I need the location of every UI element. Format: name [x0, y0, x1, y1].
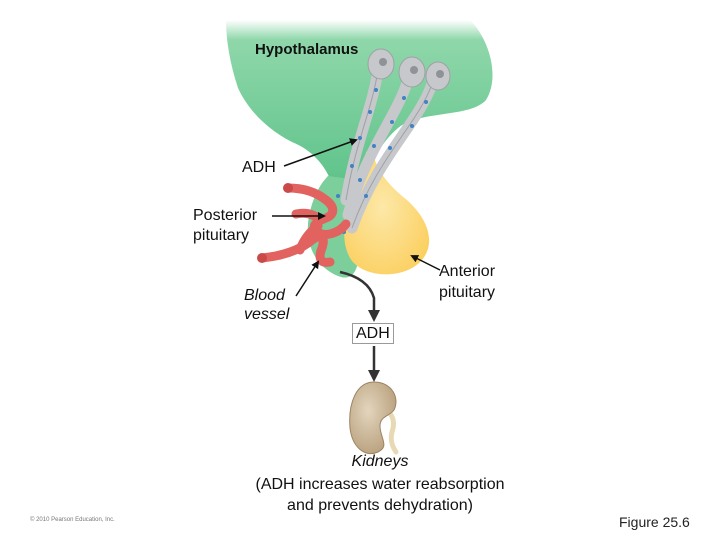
axon-outline-3	[351, 83, 433, 229]
posterior-pituitary-label: Posterior pituitary	[193, 206, 257, 246]
adh-dot	[388, 146, 392, 150]
adh-dot	[336, 194, 340, 198]
hypothalamus-label: Hypothalamus	[255, 41, 359, 58]
nucleus-3	[436, 70, 444, 78]
blood-vessel-upper	[283, 183, 351, 239]
anterior-pituitary-label-line-2: pituitary	[439, 284, 496, 301]
blood-leader	[295, 260, 320, 297]
neurosecretory-cells	[340, 48, 451, 234]
adh-dot	[364, 194, 368, 198]
adh-dot	[358, 178, 362, 182]
adh-dot	[368, 110, 372, 114]
axon-2	[342, 74, 414, 221]
hypothalamus-region	[226, 20, 493, 184]
adh-dot	[402, 96, 406, 100]
adh-dot	[374, 88, 378, 92]
blood-vessel-branch	[295, 221, 323, 255]
adh-hormone-label: ADH	[242, 159, 276, 176]
blood-vessel-label-line-1: Blood	[244, 287, 285, 304]
anterior-leader	[410, 255, 441, 271]
vessel-end-2	[257, 253, 267, 263]
adh-released-box: ADH	[352, 323, 394, 344]
anterior-pituitary-region	[344, 152, 430, 275]
adh-dot	[424, 100, 428, 104]
adh-dot	[358, 136, 362, 140]
axon-outline-1	[345, 69, 379, 201]
blood-vessel-label-line-2: vessel	[244, 306, 290, 323]
blood-vessels	[257, 183, 351, 267]
caption-line-1: (ADH increases water reabsorption	[255, 476, 505, 493]
anterior-pituitary-label: Anterior pituitary	[439, 261, 495, 303]
blood-vessel-label: Blood vessel	[244, 286, 289, 324]
caption-line-2: and prevents dehydration)	[287, 497, 473, 514]
adh-dot	[390, 120, 394, 124]
kidney-shape	[349, 381, 397, 454]
adh-dot	[350, 164, 354, 168]
blood-vessel-lower	[257, 232, 335, 267]
kidney-effect-caption: (ADH increases water reabsorption and pr…	[180, 474, 580, 516]
adh-dot	[410, 124, 414, 128]
figure-number: Figure 25.6	[619, 514, 690, 530]
copyright-credit: © 2010 Pearson Education, Inc.	[30, 517, 115, 523]
adh-dot	[372, 144, 376, 148]
posterior-pituitary-label-line-1: Posterior	[193, 207, 258, 224]
posterior-pituitary-label-line-2: pituitary	[193, 227, 250, 244]
nucleus-2	[410, 66, 418, 74]
anterior-pituitary-label-line-1: Anterior	[439, 263, 496, 280]
nucleus-1	[379, 58, 387, 66]
adh-top-leader	[283, 138, 358, 167]
vessel-end-1	[283, 183, 293, 193]
flow-arrow-to-adh	[339, 270, 380, 322]
kidneys-label: Kidneys	[351, 453, 409, 470]
